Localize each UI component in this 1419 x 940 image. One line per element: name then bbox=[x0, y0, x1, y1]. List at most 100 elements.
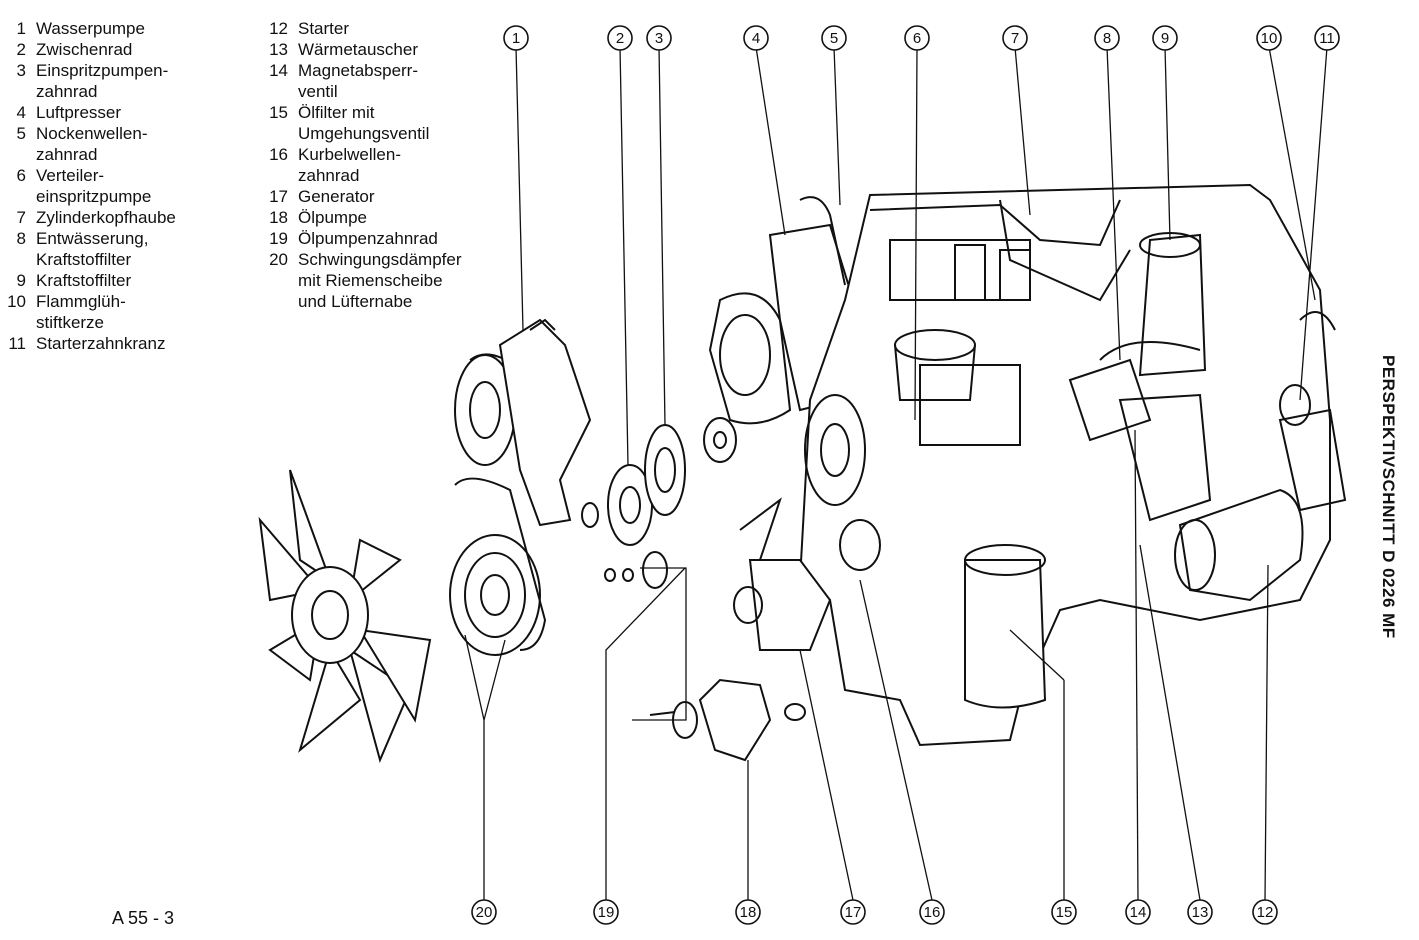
legend-label: Zylinderkopfhaube bbox=[36, 208, 176, 227]
callout-number: 2 bbox=[616, 30, 624, 47]
legend-label: Flammglüh- stiftkerze bbox=[36, 292, 126, 332]
callout-circle bbox=[503, 25, 529, 51]
legend-item: 2 Zwischenrad bbox=[0, 39, 176, 60]
callout-circle bbox=[743, 25, 769, 51]
legend-number: 2 bbox=[16, 40, 26, 59]
legend-number: 17 bbox=[269, 187, 288, 206]
legend-number: 4 bbox=[16, 103, 26, 122]
legend-item: 4 Luftpresser bbox=[0, 102, 176, 123]
fan-illustration bbox=[258, 469, 432, 764]
legend-label: Entwässerung, Kraftstoffilter bbox=[36, 229, 149, 269]
callout-15: 15 bbox=[1051, 899, 1077, 925]
legend-label: Ölpumpenzahnrad bbox=[298, 229, 438, 248]
legend-item: 10 Flammglüh- stiftkerze bbox=[0, 291, 176, 333]
legend-number: 10 bbox=[7, 292, 26, 311]
legend-label: Zwischenrad bbox=[36, 40, 133, 59]
engine-block-illustration bbox=[708, 183, 1347, 747]
legend-number: 18 bbox=[269, 208, 288, 227]
legend-number: 3 bbox=[16, 61, 26, 80]
callout-12: 12 bbox=[1252, 899, 1278, 925]
callout-circle bbox=[593, 899, 619, 925]
side-title-text: PERSPEKTIVSCHNITT D 0226 MF bbox=[1379, 355, 1398, 639]
legend-number: 6 bbox=[16, 166, 26, 185]
callout-circle bbox=[1252, 899, 1278, 925]
callout-1: 1 bbox=[503, 25, 529, 51]
callout-number: 15 bbox=[1056, 904, 1073, 921]
legend-number: 20 bbox=[269, 250, 288, 269]
legend-number: 11 bbox=[8, 334, 26, 353]
callout-circle bbox=[1256, 25, 1282, 51]
legend-item: 18 Ölpumpe bbox=[250, 207, 461, 228]
idler-pulley-illustration bbox=[703, 417, 737, 463]
legend-label: Einspritzpumpen- zahnrad bbox=[36, 61, 169, 101]
page-code: A 55 - 3 bbox=[112, 908, 175, 928]
legend-label: Ölfilter mit Umgehungsventil bbox=[298, 103, 430, 143]
callout-3: 3 bbox=[646, 25, 672, 51]
callout-number: 20 bbox=[476, 904, 493, 921]
callout-number: 11 bbox=[1319, 30, 1335, 47]
callout-circle bbox=[1125, 899, 1151, 925]
legend-label: Luftpresser bbox=[36, 103, 122, 122]
callout-number: 8 bbox=[1103, 30, 1111, 47]
callout-circle bbox=[1002, 25, 1028, 51]
legend-number: 14 bbox=[269, 61, 288, 80]
callout-circle bbox=[904, 25, 930, 51]
callout-circle bbox=[646, 25, 672, 51]
legend-item: 13 Wärmetauscher bbox=[250, 39, 461, 60]
legend-label: Wasserpumpe bbox=[36, 19, 145, 38]
callout-19: 19 bbox=[593, 899, 619, 925]
legend-label: Ölpumpe bbox=[298, 208, 367, 227]
callout-number: 17 bbox=[845, 904, 862, 921]
callout-10: 10 bbox=[1256, 25, 1282, 51]
callout-number: 7 bbox=[1011, 30, 1019, 47]
legend-item: 8 Entwässerung, Kraftstoffilter bbox=[0, 228, 176, 270]
callout-17: 17 bbox=[840, 899, 866, 925]
callout-number: 4 bbox=[752, 30, 760, 47]
callout-5: 5 bbox=[821, 25, 847, 51]
callout-number: 19 bbox=[598, 904, 615, 921]
callout-number: 9 bbox=[1161, 30, 1169, 47]
legend-item: 15 Ölfilter mit Umgehungsventil bbox=[250, 102, 461, 144]
callout-circle bbox=[607, 25, 633, 51]
callout-circle bbox=[471, 899, 497, 925]
legend-label: Generator bbox=[298, 187, 375, 206]
callout-circle bbox=[735, 899, 761, 925]
callout-number: 10 bbox=[1261, 30, 1278, 47]
callout-9: 9 bbox=[1152, 25, 1178, 51]
callout-circle bbox=[1314, 25, 1340, 51]
callout-number: 16 bbox=[924, 904, 941, 921]
legend-item: 12 Starter bbox=[250, 18, 461, 39]
callout-number: 6 bbox=[913, 30, 921, 47]
legend-number: 12 bbox=[269, 19, 288, 38]
legend-number: 8 bbox=[16, 229, 26, 248]
legend-number: 15 bbox=[269, 103, 288, 122]
callout-circle bbox=[1187, 899, 1213, 925]
legend-number: 7 bbox=[16, 208, 26, 227]
gear-train-illustration bbox=[581, 424, 686, 589]
callout-number: 13 bbox=[1192, 904, 1209, 921]
legend-label: Schwingungsdämpfer mit Riemenscheibe und… bbox=[298, 250, 462, 311]
legend-label: Wärmetauscher bbox=[298, 40, 418, 59]
callout-number: 5 bbox=[830, 30, 838, 47]
legend-item: 17 Generator bbox=[250, 186, 461, 207]
crank-pulley-illustration bbox=[449, 353, 547, 656]
legend-label: Starter bbox=[298, 19, 350, 38]
callout-6: 6 bbox=[904, 25, 930, 51]
legend-number: 16 bbox=[269, 145, 288, 164]
legend-label: Nockenwellen- zahnrad bbox=[36, 124, 148, 164]
callout-4: 4 bbox=[743, 25, 769, 51]
legend-number: 9 bbox=[16, 271, 26, 290]
legend-number: 13 bbox=[269, 40, 288, 59]
callout-number: 3 bbox=[655, 30, 663, 47]
legend-number: 1 bbox=[16, 19, 26, 38]
legend-left: 1 Wasserpumpe 2 Zwischenrad 3 Einspritzpumpen… bbox=[0, 18, 176, 354]
legend-item: 1 Wasserpumpe bbox=[0, 18, 176, 39]
callout-13: 13 bbox=[1187, 899, 1213, 925]
legend-label: Starterzahnkranz bbox=[36, 334, 166, 353]
callout-7: 7 bbox=[1002, 25, 1028, 51]
